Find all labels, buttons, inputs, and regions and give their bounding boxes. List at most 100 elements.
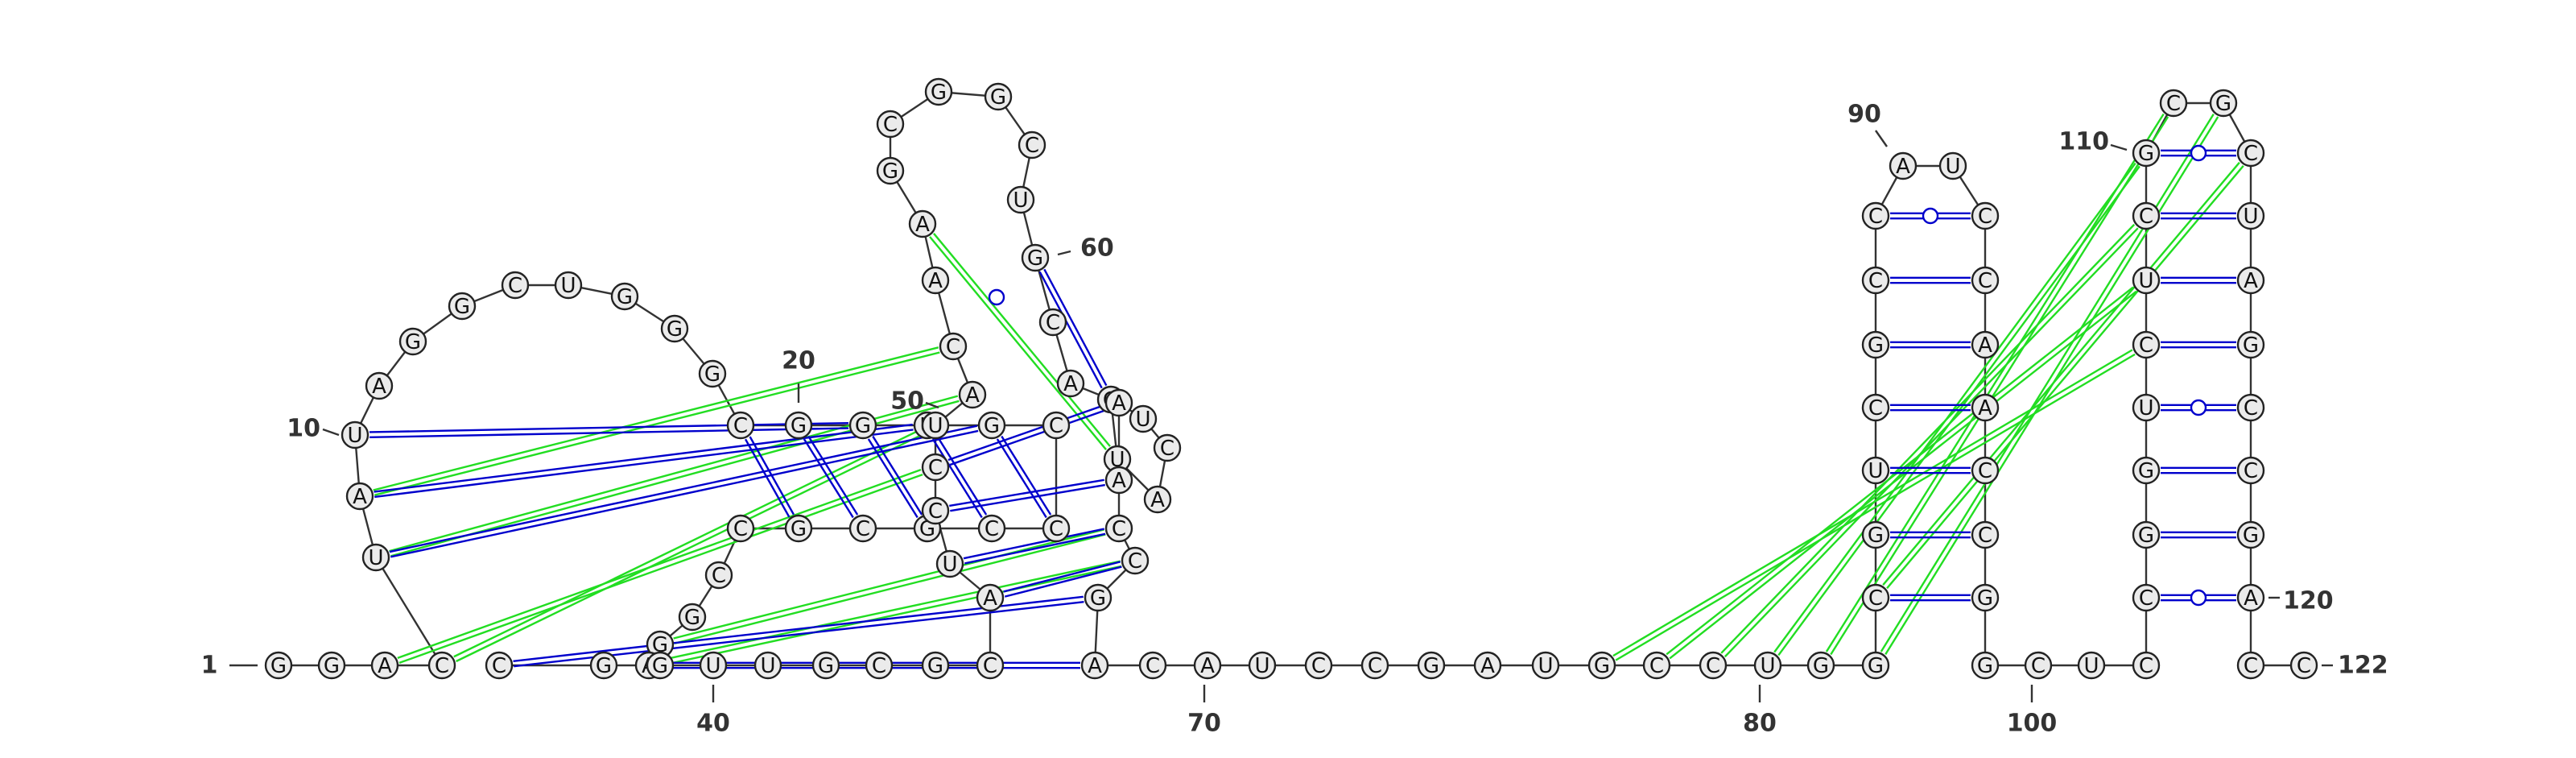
nucleotide-circle xyxy=(876,110,905,139)
nucleotide-letter: C xyxy=(2139,586,2153,611)
nucleotide-7: U xyxy=(341,420,369,449)
nucleotide-4: C xyxy=(427,651,456,680)
nucleotide-37: G xyxy=(811,651,840,680)
nucleotide-96: A xyxy=(1971,393,2000,422)
nucleotide-circle xyxy=(924,77,953,106)
nucleotide-circle xyxy=(1104,466,1133,495)
nucleotide-circle xyxy=(1531,651,1560,680)
nucleotide-circle xyxy=(1861,583,1890,612)
base-pair-17-25-a xyxy=(803,438,854,519)
nucleotide-90: C xyxy=(1861,201,1890,230)
nucleotide-75: G xyxy=(1417,651,1446,680)
nucleotide-circle xyxy=(678,603,707,632)
nucleotide-103: C xyxy=(2132,651,2161,680)
nucleotide-letter: C xyxy=(2166,92,2181,116)
nucleotide-circle xyxy=(341,420,369,449)
nucleotide-circle xyxy=(2236,330,2265,359)
nucleotide-circle xyxy=(2132,651,2161,680)
nucleotide-circle xyxy=(1080,651,1109,680)
residue-number-label: 60 xyxy=(1080,234,1114,263)
nucleotide-102: U xyxy=(2077,651,2106,680)
pseudoknot-pair-31-67-a xyxy=(663,565,1122,666)
nucleotide-circle xyxy=(1021,243,1050,272)
base-pair-19-23-a xyxy=(931,438,983,519)
nucleotide-circle xyxy=(2236,456,2265,485)
pseudoknot-pair-31-67-b xyxy=(662,560,1121,661)
nucleotide-97: C xyxy=(1971,456,2000,485)
nucleotide-letter: C xyxy=(733,517,748,541)
nucleotide-6: A xyxy=(345,482,374,511)
wobble-marker-111-114 xyxy=(2190,144,2207,162)
nucleotide-letter: G xyxy=(1868,654,1884,678)
nucleotide-88: G xyxy=(1861,330,1890,359)
nucleotide-circle xyxy=(1042,514,1071,543)
nucleotide-circle xyxy=(1104,388,1133,417)
nucleotide-circle xyxy=(698,359,727,388)
nucleotide-letter: A xyxy=(2244,269,2258,293)
pseudoknot-pair-82-112-a xyxy=(1830,116,2169,656)
base-pair-17-25-b xyxy=(807,435,859,516)
nucleotide-63: U xyxy=(1129,404,1158,433)
nucleotide-70: C xyxy=(1138,651,1167,680)
nucleotide-100: G xyxy=(1971,651,2000,680)
nucleotide-circle xyxy=(1861,330,1890,359)
nucleotide-letter: A xyxy=(965,383,980,408)
residue-number-tick xyxy=(1875,130,1888,147)
nucleotide-letter: U xyxy=(2243,205,2258,229)
nucleotide-85: G xyxy=(1861,520,1890,549)
residue-number-label: 70 xyxy=(1187,710,1221,738)
nucleotide-letter: U xyxy=(1538,654,1553,678)
nucleotide-13: G xyxy=(610,282,639,311)
nucleotide-32: C xyxy=(485,651,514,680)
nucleotide-circle xyxy=(921,411,950,440)
nucleotide-45: U xyxy=(921,411,950,440)
nucleotide-letter: C xyxy=(1049,517,1063,541)
nucleotide-letter: G xyxy=(2243,333,2259,358)
nucleotide-circle xyxy=(1938,151,1967,180)
nucleotide-28: C xyxy=(704,561,733,590)
nucleotide-12: U xyxy=(554,271,583,300)
pseudoknot-pair-49-60-b xyxy=(933,233,1111,447)
nucleotide-letter: G xyxy=(791,414,807,438)
nucleotide-42: U xyxy=(935,549,964,578)
nucleotide-letter: G xyxy=(927,654,943,678)
nucleotide-93: C xyxy=(1971,201,2000,230)
nucleotide-letter: C xyxy=(2244,142,2258,166)
nucleotide-letter: A xyxy=(915,213,930,237)
nucleotide-letter: C xyxy=(435,654,449,678)
nucleotide-letter: G xyxy=(324,654,340,678)
nucleotide-circle xyxy=(1971,201,2000,230)
nucleotide-62: C xyxy=(1153,433,1182,462)
nucleotide-letter: C xyxy=(1146,654,1160,678)
nucleotide-52: G xyxy=(924,77,953,106)
nucleotide-letter: U xyxy=(760,654,775,678)
nucleotide-49: A xyxy=(908,209,937,238)
nucleotide-letter: C xyxy=(1049,414,1063,438)
nucleotide-circle xyxy=(876,156,905,185)
nucleotide-circle xyxy=(2236,520,2265,549)
nucleotide-letter: G xyxy=(990,85,1006,110)
nucleotide-circle xyxy=(361,543,390,572)
pseudoknot-pair-79-109-b xyxy=(1666,286,2134,656)
nucleotide-3: A xyxy=(370,651,399,680)
nucleotide-circle xyxy=(921,496,950,525)
nucleotide-60: U xyxy=(1103,445,1132,474)
nucleotide-95: A xyxy=(1971,330,2000,359)
nucleotide-letter: C xyxy=(508,274,522,298)
nucleotide-circle xyxy=(501,271,530,300)
nucleotide-letter: G xyxy=(454,295,470,319)
nucleotide-circle xyxy=(1360,651,1389,680)
nucleotide-letter: A xyxy=(1200,654,1215,678)
nucleotide-letter: C xyxy=(2139,205,2153,229)
nucleotide-circle xyxy=(976,651,1005,680)
nucleotide-letter: G xyxy=(1090,586,1106,611)
nucleotide-letter: G xyxy=(2138,524,2154,548)
nucleotide-letter: C xyxy=(872,654,886,678)
nucleotide-circle xyxy=(610,282,639,311)
nucleotide-circle xyxy=(1143,485,1172,514)
nucleotide-letter: G xyxy=(2138,459,2154,483)
nucleotide-26: G xyxy=(784,514,813,543)
nucleotide-82: G xyxy=(1806,651,1835,680)
pseudoknot-pair-4-45-a xyxy=(456,433,924,663)
